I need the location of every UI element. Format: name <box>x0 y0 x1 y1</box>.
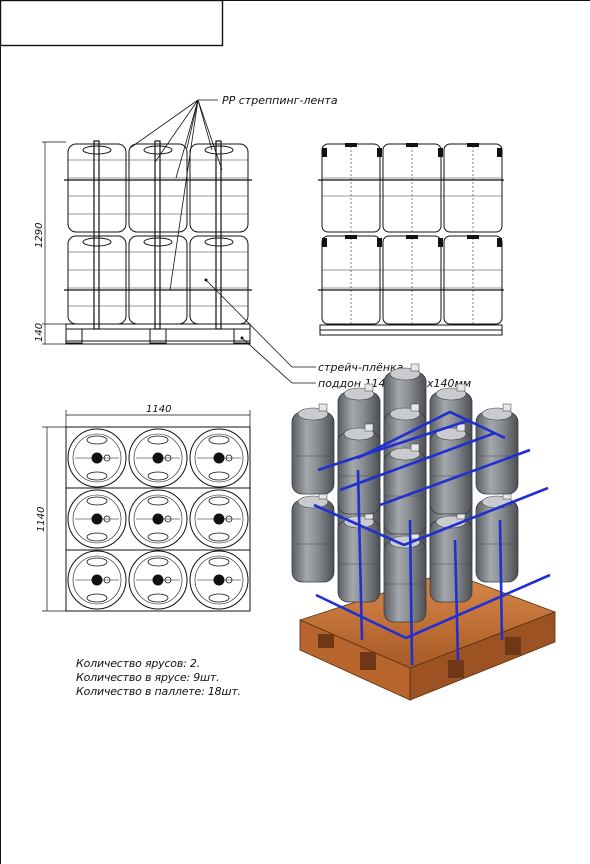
plan-canister <box>67 550 127 610</box>
render-canister <box>475 499 519 583</box>
top-pallet-outline <box>65 426 251 612</box>
summary-block: Количество ярусов: 2. Количество в ярусе… <box>76 657 241 699</box>
stretch-leader-dot <box>204 278 208 282</box>
render-canister-cap <box>456 383 466 392</box>
stretch-film-label: стрейч-плёнка <box>318 361 404 374</box>
summary-tiers: Количество ярусов: 2. <box>76 657 201 670</box>
render-canister-cap <box>410 403 420 412</box>
pallet-3d-render <box>291 363 557 701</box>
plan-canister <box>189 489 249 549</box>
title-stamp-box <box>0 0 224 47</box>
render-canister <box>475 411 519 495</box>
pallet-leader-dot <box>240 336 244 340</box>
side-pallet-base <box>319 329 503 336</box>
summary-per-tier: Количество в ярусе: 9шт. <box>76 671 220 684</box>
render-canister-cap <box>364 423 374 432</box>
summary-per-pallet: Количество в паллете: 18шт. <box>76 685 241 698</box>
dim-width-top: 1140 <box>146 404 171 415</box>
render-canister-cap <box>410 443 420 452</box>
render-canister <box>383 451 427 535</box>
front-pallet-block-right <box>233 328 251 344</box>
render-canister <box>291 411 335 495</box>
plan-canister <box>67 489 127 549</box>
render-canister-cap <box>410 363 420 372</box>
dim-depth-side: 1140 <box>36 507 47 532</box>
front-pallet-block-left <box>65 328 83 344</box>
plan-canister <box>67 428 127 488</box>
front-view: PP стреппинг-лента стрейч-плёнка поддон … <box>34 94 471 390</box>
render-canister-cap <box>318 403 328 412</box>
render-pallet-side <box>409 611 556 701</box>
render-canister <box>383 539 427 623</box>
plan-canister <box>128 550 188 610</box>
render-canister-cap <box>364 383 374 392</box>
render-canister-cap <box>502 403 512 412</box>
plan-canister <box>128 489 188 549</box>
dim-height-pallet: 140 <box>34 323 45 342</box>
dim-height-total: 1290 <box>34 223 45 248</box>
top-view: 1140 1140 <box>36 404 251 612</box>
side-view <box>318 143 504 336</box>
front-pallet-bottom <box>65 340 251 345</box>
plan-canister <box>189 428 249 488</box>
render-straps <box>313 410 551 666</box>
plan-canister <box>189 550 249 610</box>
plan-canister <box>128 428 188 488</box>
strapping-label: PP стреппинг-лента <box>222 94 338 107</box>
side-pallet-deck <box>319 324 503 331</box>
